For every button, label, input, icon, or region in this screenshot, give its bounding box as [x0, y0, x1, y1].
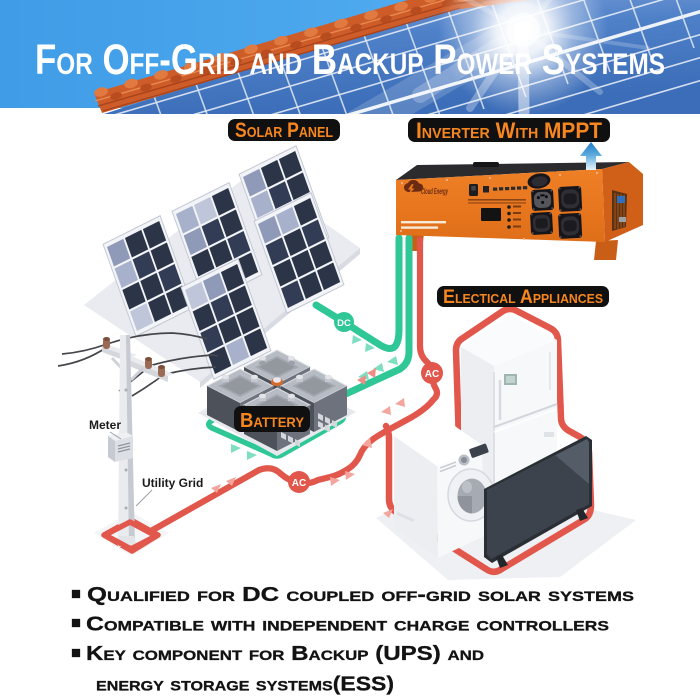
svg-text:AC: AC: [292, 478, 306, 489]
svg-text:Compatible with independent ch: Compatible with independent charge contr…: [86, 614, 609, 636]
svg-text:Cloud Energy: Cloud Energy: [421, 187, 448, 196]
svg-text:Utility Grid: Utility Grid: [142, 476, 203, 490]
svg-text:Qualified for DC coupled off-g: Qualified for DC coupled off-grid solar …: [87, 584, 634, 606]
svg-text:energy storage systems(ESS): energy storage systems(ESS): [96, 674, 394, 696]
svg-text:Inverter With MPPT: Inverter With MPPT: [416, 118, 603, 143]
svg-text:AC: AC: [425, 369, 439, 380]
svg-text:Key component for Backup (UPS): Key component for Backup (UPS) and: [86, 643, 484, 665]
svg-text:Meter: Meter: [89, 418, 121, 432]
svg-text:Solar Panel: Solar Panel: [235, 119, 333, 142]
svg-text:Battery: Battery: [240, 410, 305, 432]
svg-text:For Off-Grid and Backup Power: For Off-Grid and Backup Power Systems: [35, 36, 665, 84]
svg-text:DC: DC: [337, 318, 351, 329]
svg-text:Electical Appliances: Electical Appliances: [443, 287, 603, 308]
